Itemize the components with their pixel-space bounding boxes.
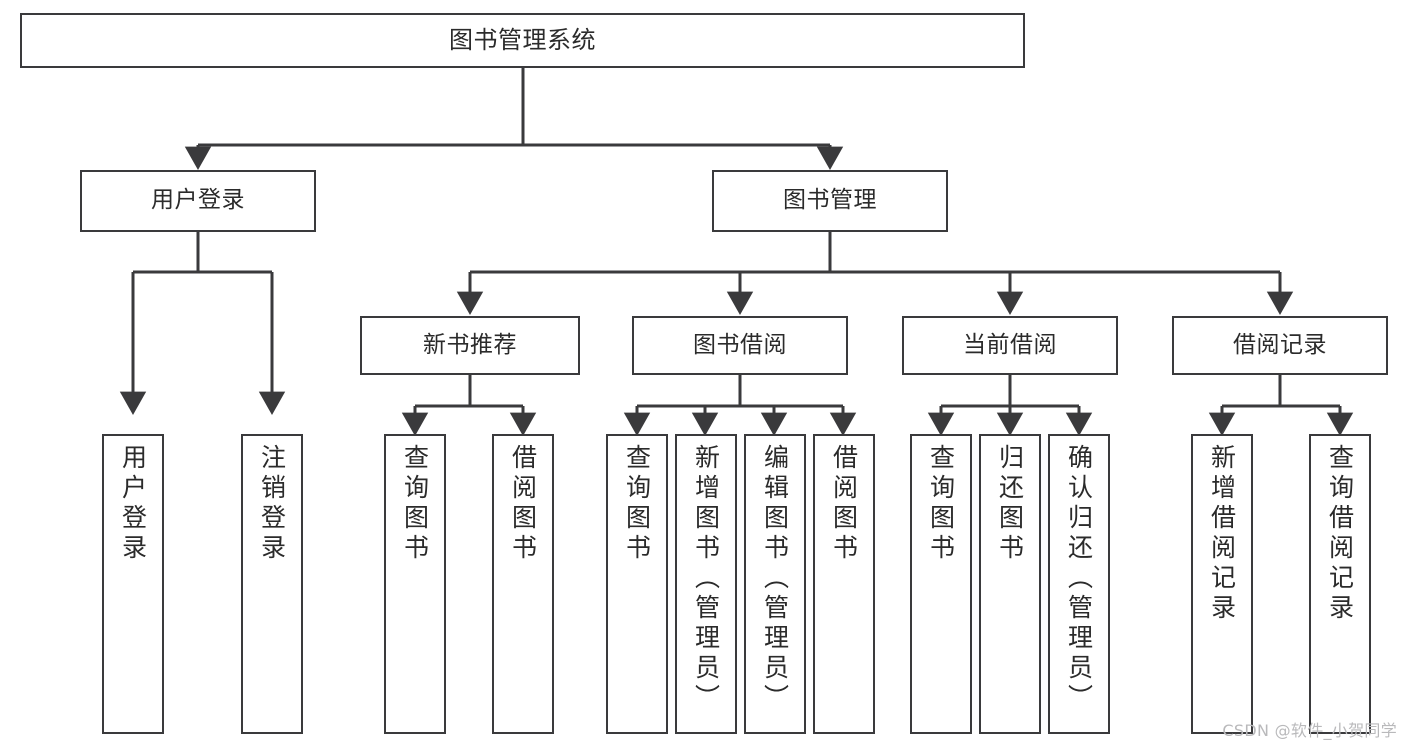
node-leaf-confirm-return[interactable]: 确认归还（管理员） — [1048, 434, 1110, 734]
node-label: 查询图书 — [926, 444, 956, 564]
node-label: 查询图书 — [622, 444, 652, 564]
node-label: 借阅记录 — [1233, 331, 1327, 358]
node-label: 确认归还（管理员） — [1064, 444, 1094, 714]
node-leaf-user-login[interactable]: 用户登录 — [102, 434, 164, 734]
node-book-borrow[interactable]: 图书借阅 — [632, 316, 848, 375]
node-borrow-record[interactable]: 借阅记录 — [1172, 316, 1388, 375]
node-leaf-query-book-2[interactable]: 查询图书 — [606, 434, 668, 734]
watermark: CSDN @软件_小贺同学 — [1222, 721, 1397, 740]
node-book-management[interactable]: 图书管理 — [712, 170, 948, 232]
node-label: 新增借阅记录 — [1207, 444, 1237, 624]
node-label: 新增图书（管理员） — [691, 444, 721, 714]
node-leaf-add-book[interactable]: 新增图书（管理员） — [675, 434, 737, 734]
node-leaf-return-book[interactable]: 归还图书 — [979, 434, 1041, 734]
node-current-borrow[interactable]: 当前借阅 — [902, 316, 1118, 375]
node-label: 图书管理系统 — [449, 26, 596, 55]
node-label: 用户登录 — [118, 444, 148, 564]
node-label: 用户登录 — [151, 187, 245, 214]
node-leaf-query-book-3[interactable]: 查询图书 — [910, 434, 972, 734]
node-label: 新书推荐 — [423, 331, 517, 358]
node-label: 查询借阅记录 — [1325, 444, 1355, 624]
node-label: 编辑图书（管理员） — [760, 444, 790, 714]
node-user-login[interactable]: 用户登录 — [80, 170, 316, 232]
node-label: 图书管理 — [783, 187, 877, 214]
node-leaf-add-record[interactable]: 新增借阅记录 — [1191, 434, 1253, 734]
node-label: 借阅图书 — [829, 444, 859, 564]
node-label: 借阅图书 — [508, 444, 538, 564]
node-leaf-logout-login[interactable]: 注销登录 — [241, 434, 303, 734]
node-label: 图书借阅 — [693, 331, 787, 358]
node-new-book-recommend[interactable]: 新书推荐 — [360, 316, 580, 375]
node-leaf-edit-book[interactable]: 编辑图书（管理员） — [744, 434, 806, 734]
node-label: 当前借阅 — [963, 331, 1057, 358]
node-label: 注销登录 — [257, 444, 287, 564]
node-leaf-borrow-book-2[interactable]: 借阅图书 — [813, 434, 875, 734]
node-leaf-query-record[interactable]: 查询借阅记录 — [1309, 434, 1371, 734]
node-leaf-borrow-book-1[interactable]: 借阅图书 — [492, 434, 554, 734]
node-label: 查询图书 — [400, 444, 430, 564]
node-label: 归还图书 — [995, 444, 1025, 564]
node-leaf-query-book-1[interactable]: 查询图书 — [384, 434, 446, 734]
node-book-management-system[interactable]: 图书管理系统 — [20, 13, 1025, 68]
